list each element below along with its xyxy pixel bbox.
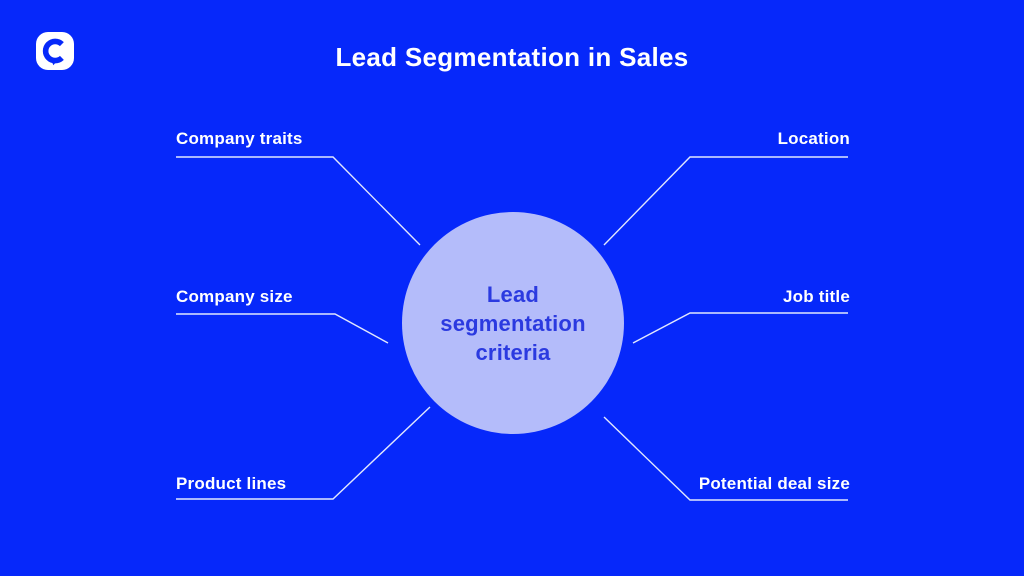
node-label-location: Location — [777, 129, 850, 148]
brand-logo — [36, 32, 74, 70]
node-label-job-title: Job title — [783, 287, 850, 306]
node-label-company-size: Company size — [176, 287, 293, 306]
page-title: Lead Segmentation in Sales — [335, 42, 689, 72]
node-label-potential-deal-size: Potential deal size — [698, 474, 850, 493]
chanty-c-icon — [42, 38, 64, 66]
connector-company-traits — [176, 156, 421, 246]
center-label-line-3: criteria — [475, 339, 551, 365]
connector-company-size — [176, 313, 389, 344]
node-label-product-lines: Product lines — [176, 474, 287, 493]
center-label-line-1: Lead — [486, 281, 540, 307]
center-node-label: Lead segmentation criteria — [440, 280, 585, 367]
center-label-line-2: segmentation — [440, 310, 586, 336]
node-label-company-traits: Company traits — [176, 129, 303, 148]
center-node: Lead segmentation criteria — [402, 212, 624, 434]
connector-job-title — [632, 312, 848, 344]
connector-location — [603, 156, 848, 246]
